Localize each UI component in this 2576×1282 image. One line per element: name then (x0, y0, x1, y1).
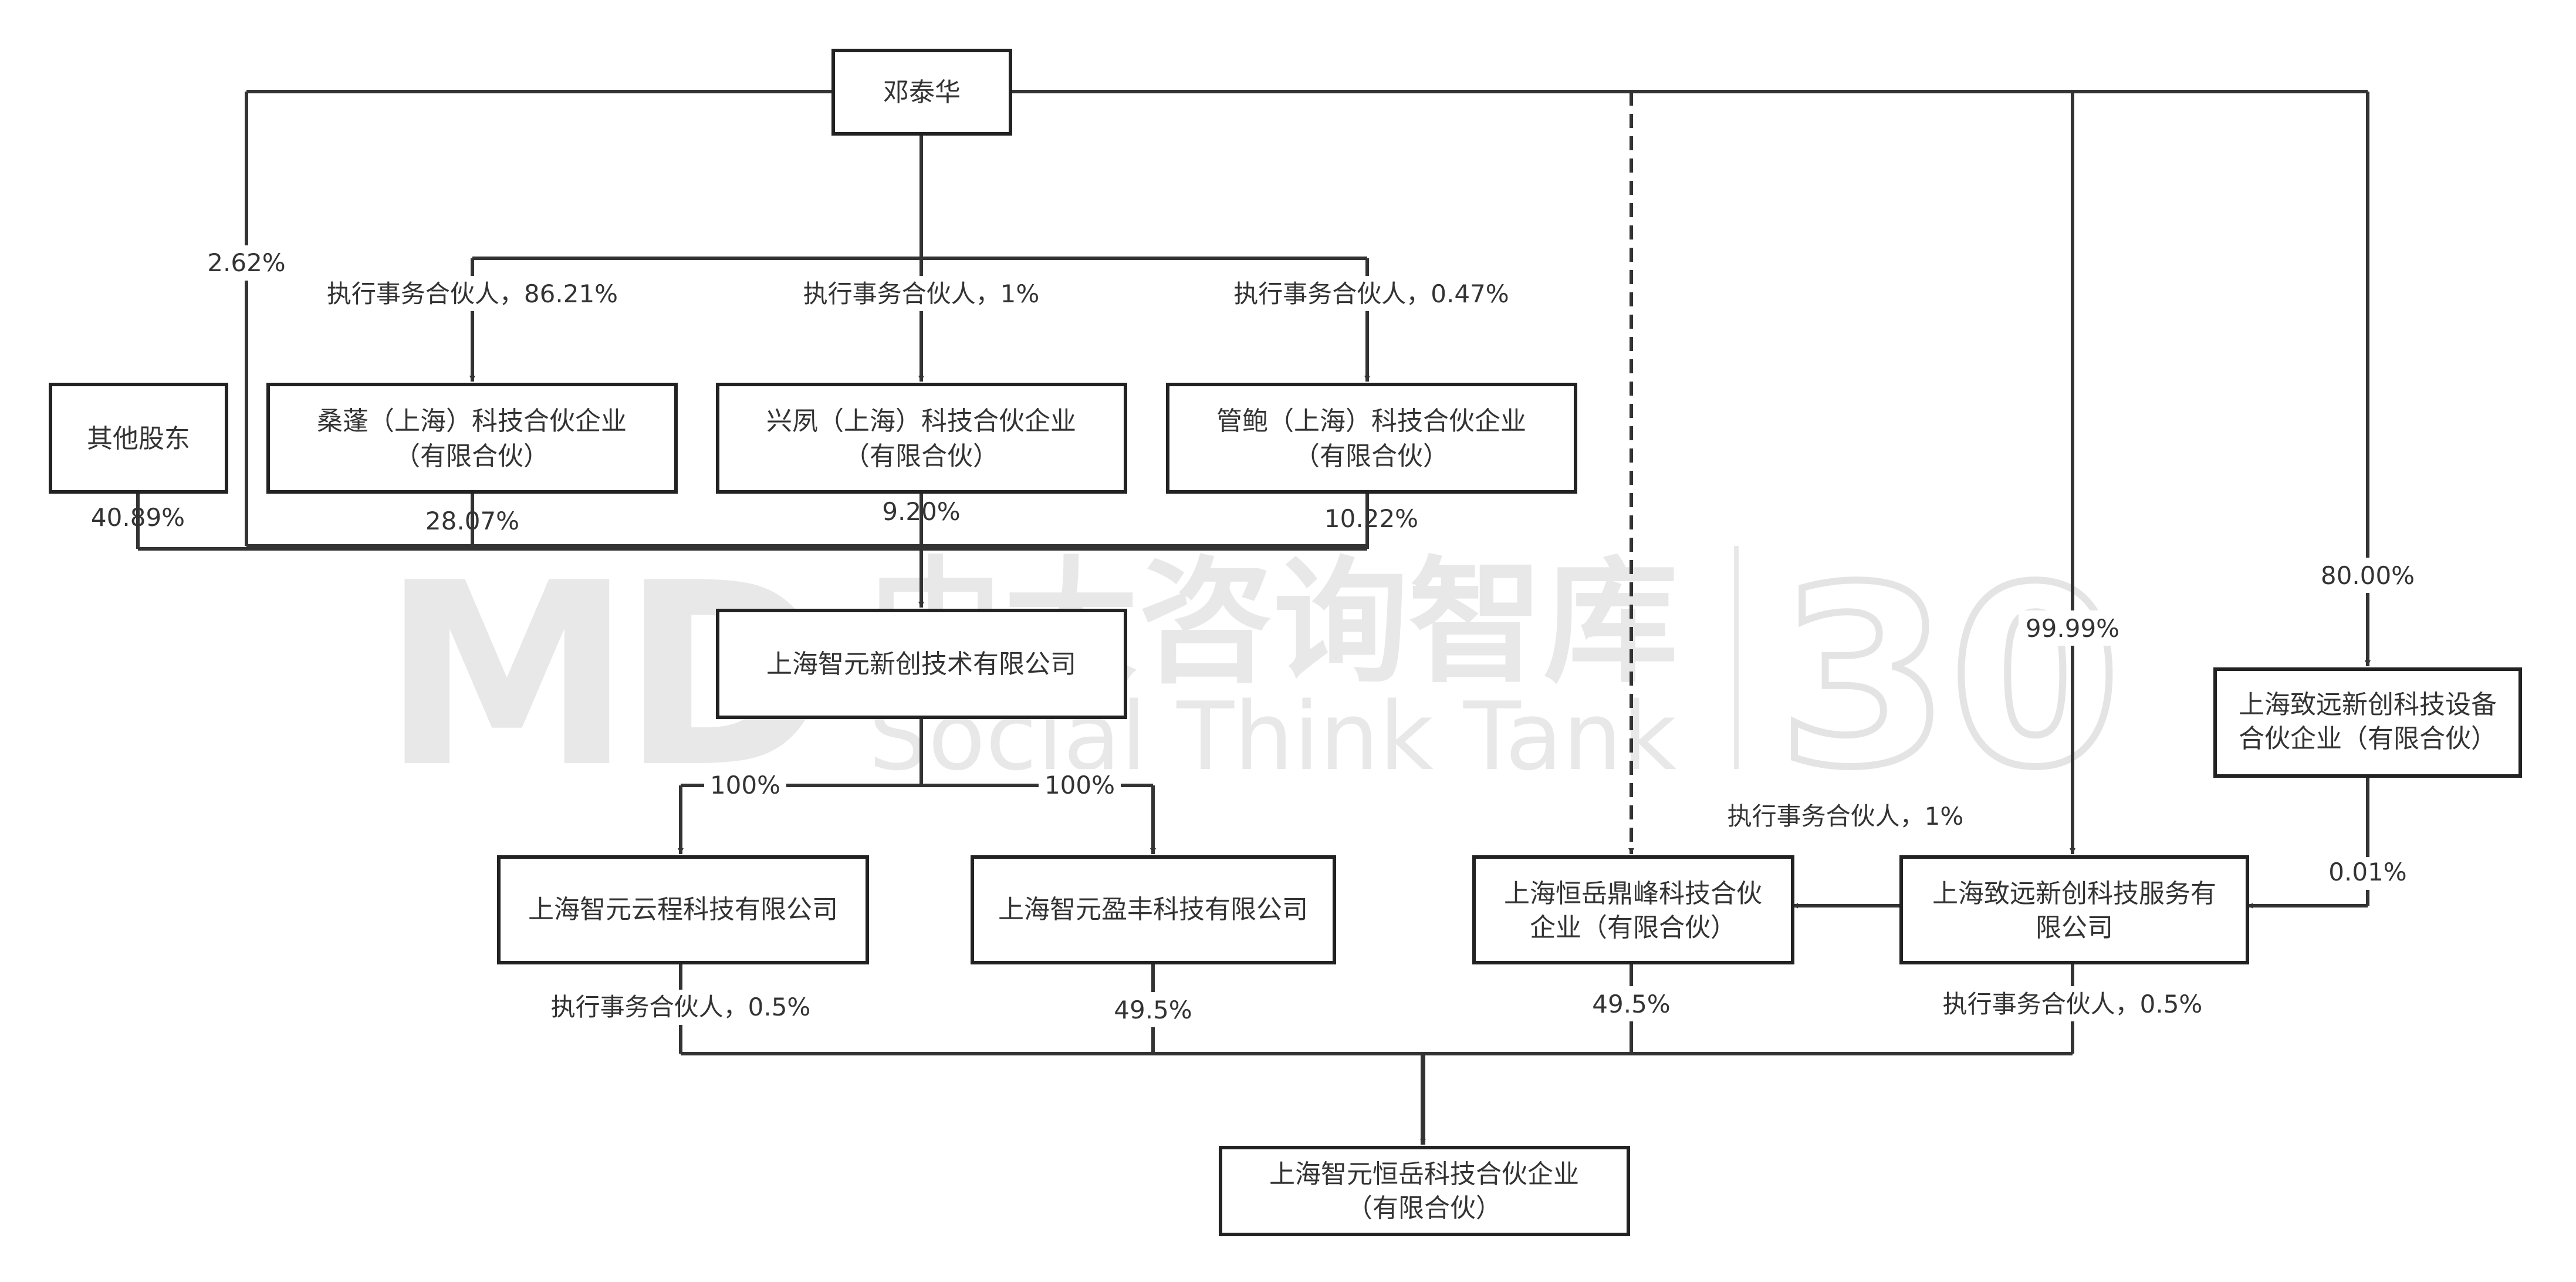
label-xingfeng-gp: 执行事务合伙人，1% (803, 279, 1040, 308)
label-yuncheng-gp: 执行事务合伙人，0.5% (551, 993, 811, 1021)
label-equip-80: 80.00% (2321, 561, 2415, 590)
node-hengyue-dingfeng: 上海恒岳鼎峰科技合伙企业（有限合伙） (1504, 879, 1762, 943)
node-deng: 邓泰华 (883, 77, 961, 107)
label-deng-direct: 2.62% (207, 248, 285, 277)
box-texts: 邓泰华 其他股东 桑蓬（上海）科技合伙企业（有限合伙） 兴夙（上海）科技合伙企业… (87, 77, 2497, 1223)
node-box-target (1219, 1146, 1630, 1236)
node-yuncheng: 上海智元云程科技有限公司 (528, 895, 838, 925)
boxes (49, 49, 2522, 1236)
node-box-deng (831, 49, 1012, 136)
node-box-yuncheng (497, 855, 869, 964)
node-guanbao: 管鲍（上海）科技合伙企业（有限合伙） (1216, 406, 1526, 471)
label-yingfeng-pct: 49.5% (1114, 996, 1192, 1024)
node-xingfeng: 兴夙（上海）科技合伙企业（有限合伙） (766, 406, 1076, 471)
node-box-xingfeng (716, 383, 1127, 494)
edge-labels: 2.62% 执行事务合伙人，86.21% 执行事务合伙人，1% 执行事务合伙人，… (91, 248, 2415, 1024)
node-box-zhiyuan-equip (2213, 667, 2522, 778)
label-equip-001: 0.01% (2328, 858, 2406, 886)
node-target: 上海智元恒岳科技合伙企业（有限合伙） (1269, 1159, 1579, 1223)
label-service-9999: 99.99% (2026, 614, 2119, 643)
node-zhiyuan: 上海智元新创技术有限公司 (766, 649, 1076, 679)
label-hengyue-pct: 49.5% (1592, 990, 1670, 1018)
label-other-pct: 40.89% (91, 503, 185, 532)
node-box-zhiyuan (716, 609, 1127, 719)
label-xingfeng-pct: 9.20% (882, 497, 960, 526)
node-box-zhiyuan-service (1899, 855, 2249, 964)
label-service-gp: 执行事务合伙人，0.5% (1943, 990, 2203, 1018)
node-box-sangpeng (266, 383, 678, 494)
node-sangpeng: 桑蓬（上海）科技合伙企业（有限合伙） (317, 406, 627, 471)
node-other: 其他股东 (87, 424, 190, 454)
watermark-badge: 30 (1778, 535, 2121, 822)
label-sangpeng-pct: 28.07% (425, 507, 519, 535)
label-sangpeng-gp: 执行事务合伙人，86.21% (327, 279, 618, 308)
label-yingfeng-100: 100% (1044, 771, 1115, 799)
node-box-hengyue-dingfeng (1472, 855, 1794, 964)
connectors (136, 90, 2371, 1145)
watermark-divider (1734, 546, 1739, 769)
label-guanbao-pct: 10.22% (1324, 504, 1418, 533)
node-box-guanbao (1166, 383, 1577, 494)
label-bg (200, 245, 2423, 1027)
label-guanbao-gp: 执行事务合伙人，0.47% (1233, 279, 1509, 308)
node-zhiyuan-equip: 上海致远新创科技设备合伙企业（有限合伙） (2239, 690, 2497, 754)
node-box-yingfeng (971, 855, 1336, 964)
watermark: MD 中大咨询智库 Social Think Tank 30 (381, 529, 2124, 825)
label-hengyue-gp: 执行事务合伙人，1% (1728, 802, 1964, 831)
label-yuncheng-100: 100% (710, 771, 780, 799)
node-zhiyuan-service: 上海致远新创科技服务有限公司 (1932, 879, 2216, 943)
node-yingfeng: 上海智元盈丰科技有限公司 (998, 895, 1308, 925)
node-box-other (49, 383, 228, 494)
